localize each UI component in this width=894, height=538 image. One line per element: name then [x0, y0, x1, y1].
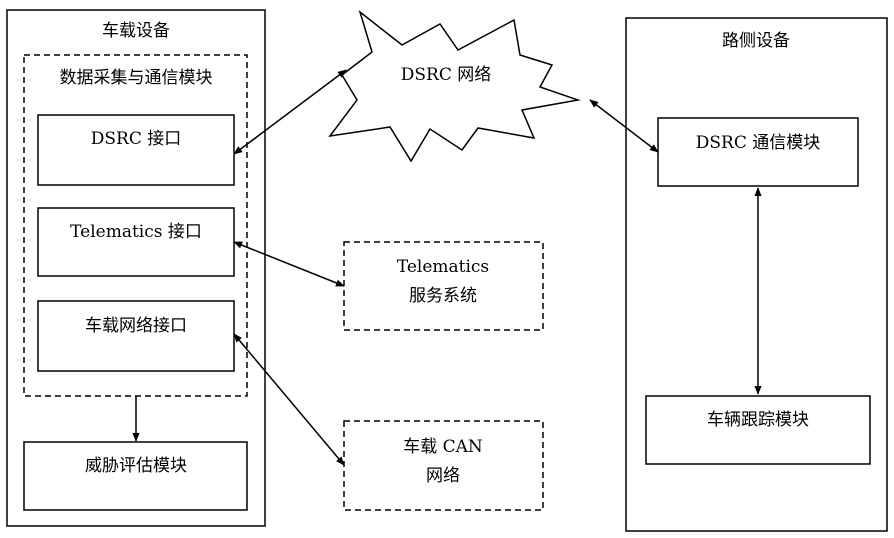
telematics-service-line1: Telematics	[397, 257, 489, 277]
vehicle-can-group: 车载 CAN 网络	[344, 421, 543, 510]
roadside-device-group: 路侧设备 DSRC 通信模块 车辆跟踪模块	[626, 18, 887, 531]
vehicle-network-interface-label: 车载网络接口	[85, 316, 187, 336]
dsrc-comm-module-label: DSRC 通信模块	[696, 133, 821, 153]
dsrc-network-starburst	[330, 12, 578, 161]
threat-assessment-box	[24, 442, 247, 510]
vehicle-device-title: 车载设备	[102, 21, 170, 41]
network-to-roadside-dsrc-arrow	[590, 100, 658, 152]
vehicle-can-line2: 网络	[426, 466, 460, 486]
dsrc-interface-box	[38, 115, 234, 185]
dsrc-network-label: DSRC 网络	[401, 65, 492, 85]
telematics-interface-to-service-arrow	[234, 242, 344, 286]
roadside-device-box	[626, 18, 887, 531]
telematics-interface-box	[38, 208, 234, 276]
telematics-service-line2: 服务系统	[409, 286, 477, 306]
vehicle-device-group: 车载设备 数据采集与通信模块 DSRC 接口 Telematics 接口 车载网…	[7, 10, 265, 526]
telematics-interface-label: Telematics 接口	[70, 222, 202, 242]
dsrc-interface-to-network-arrow	[234, 70, 346, 154]
telematics-service-group: Telematics 服务系统	[344, 242, 543, 330]
dsrc-interface-label: DSRC 接口	[91, 129, 182, 149]
vehicle-can-line1: 车载 CAN	[403, 437, 483, 457]
data-comm-module-title: 数据采集与通信模块	[60, 68, 213, 88]
vehicle-network-interface-box	[38, 301, 234, 371]
roadside-device-title: 路侧设备	[722, 31, 790, 51]
vehicle-tracking-module-label: 车辆跟踪模块	[707, 410, 809, 430]
vehicle-network-interface-to-can-arrow	[234, 334, 344, 465]
dsrc-network-group: DSRC 网络	[330, 12, 578, 161]
vehicle-tracking-module-box	[646, 396, 870, 464]
threat-assessment-label: 威胁评估模块	[85, 456, 187, 476]
